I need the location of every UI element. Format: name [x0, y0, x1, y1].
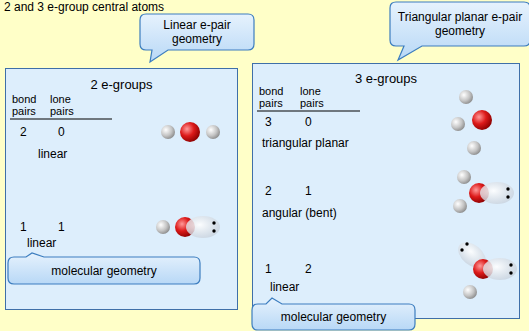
table-cell: 0	[58, 125, 65, 139]
callout-text: Linear e-pair geometry	[140, 18, 254, 46]
panel-heading: 3 e-groups	[253, 71, 519, 86]
title: 2 and 3 e-group central atoms	[4, 0, 164, 14]
callout-text: molecular geometry	[275, 310, 392, 324]
column-header: bond pairs	[259, 85, 293, 109]
linear-lone-pair-molecule	[156, 216, 220, 238]
panel-heading: 2 e-groups	[6, 77, 237, 92]
table-cell: triangular planar	[262, 136, 349, 150]
table-cell: 1	[20, 220, 27, 234]
triangular-planar-molecule	[451, 90, 492, 155]
bubble-outline	[8, 253, 200, 284]
column-header: lone pairs	[50, 93, 84, 117]
header-rule	[257, 111, 360, 112]
callout-bubble: Linear e-pair geometry	[140, 14, 254, 50]
callout-text: Triangular planar e-pair geometry	[390, 10, 529, 38]
callout-bubble: molecular geometry	[8, 257, 200, 284]
bubble-outline	[140, 14, 254, 62]
linear-molecule	[161, 122, 220, 142]
panel-ground	[5, 68, 238, 310]
table-cell: linear	[27, 236, 56, 250]
table-cell: 2	[305, 262, 312, 276]
panel-ground	[252, 63, 520, 319]
callout-bubble: Triangular planar e-pair geometry	[390, 2, 529, 46]
table-cell: 0	[305, 115, 312, 129]
header-rule	[10, 119, 112, 120]
table-cell: 1	[58, 220, 65, 234]
bubble-outline	[390, 2, 529, 60]
table-cell: 2	[20, 125, 27, 139]
callout-bubble: molecular geometry	[252, 304, 415, 330]
table-cell: angular (bent)	[262, 206, 337, 220]
table-cell: linear	[270, 280, 299, 294]
table-cell: 3	[265, 115, 272, 129]
table-cell: 1	[305, 184, 312, 198]
table-cell: 1	[265, 262, 272, 276]
linear-two-lone-pair-molecule	[453, 237, 517, 299]
column-header: lone pairs	[300, 85, 334, 109]
bent-molecule	[453, 170, 514, 213]
column-header: bond pairs	[12, 93, 46, 117]
bubble-outline	[252, 298, 415, 330]
table-cell: linear	[38, 147, 67, 161]
table-cell: 2	[265, 184, 272, 198]
callout-text: molecular geometry	[45, 264, 162, 278]
